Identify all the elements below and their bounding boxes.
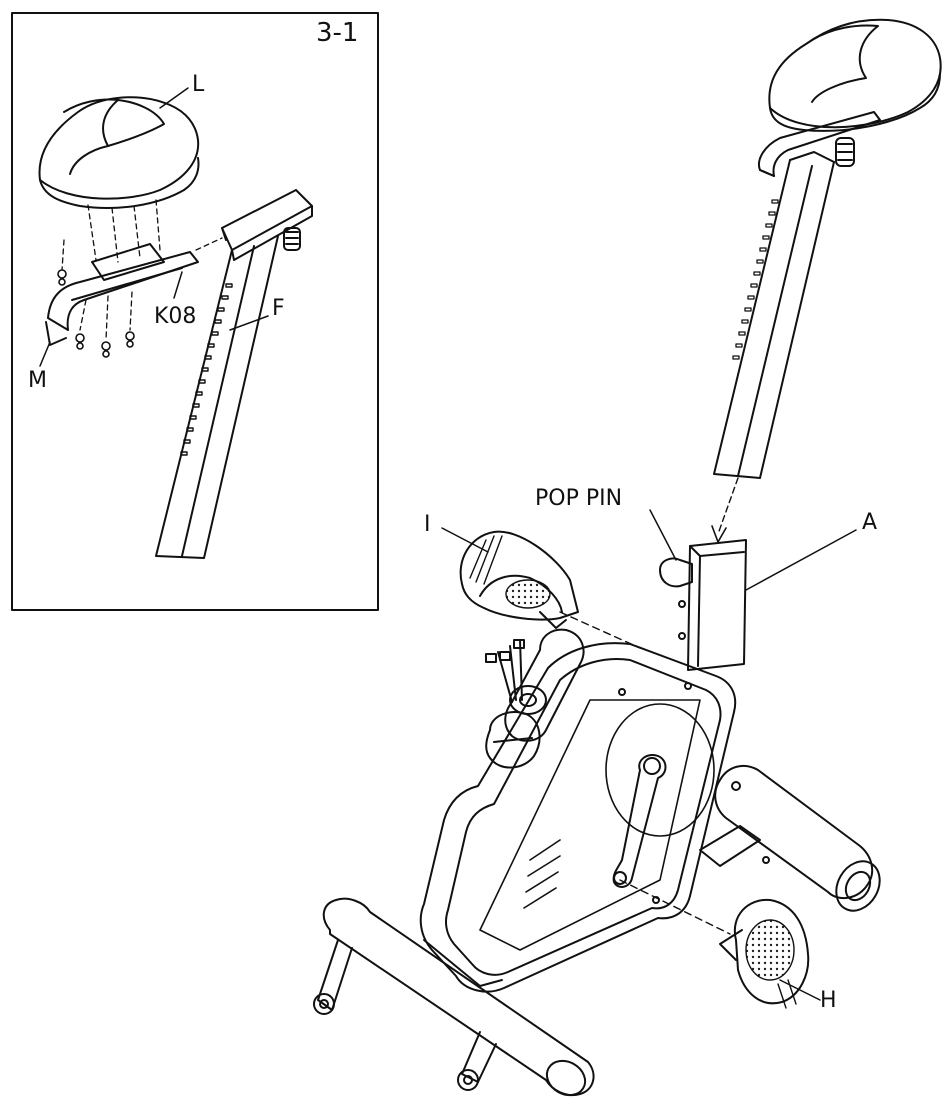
crank-arm xyxy=(612,754,667,888)
inset-slider xyxy=(45,251,199,346)
left-pedal-guide xyxy=(559,611,641,649)
post-insert-guide xyxy=(717,477,739,535)
inset-saddle xyxy=(38,96,200,209)
label-main-frame: A xyxy=(862,510,878,535)
inset-seat-plate xyxy=(91,243,165,281)
main-saddle xyxy=(768,18,942,132)
front-stabilizer xyxy=(313,897,595,1097)
label-pop-pin: POP PIN xyxy=(535,486,623,511)
label-right-pedal: H xyxy=(820,988,837,1013)
step-label: 3-1 xyxy=(316,18,359,48)
main-seat-post xyxy=(713,151,835,479)
left-pedal xyxy=(459,530,579,629)
label-slider: M xyxy=(28,368,47,393)
inset-frame xyxy=(11,12,379,611)
frame-seat-tube xyxy=(659,539,747,671)
console-mast xyxy=(485,628,585,769)
rear-stabilizer xyxy=(699,764,881,912)
label-saddle: L xyxy=(192,72,205,97)
frame-body xyxy=(419,642,737,993)
inset-dashed-guides xyxy=(61,199,223,341)
main-seat-slider xyxy=(758,111,881,177)
inset-nuts xyxy=(57,269,135,358)
inset-seat-post xyxy=(155,189,313,559)
right-pedal xyxy=(719,898,810,1009)
label-bolt: K08 xyxy=(154,304,197,329)
inset-leader-lines xyxy=(39,87,269,367)
label-left-pedal: I xyxy=(424,512,431,537)
post-insert-arrow xyxy=(711,525,727,543)
label-seat-post: F xyxy=(272,296,285,321)
main-leader-lines xyxy=(441,509,857,1001)
right-pedal-guide xyxy=(619,879,731,935)
